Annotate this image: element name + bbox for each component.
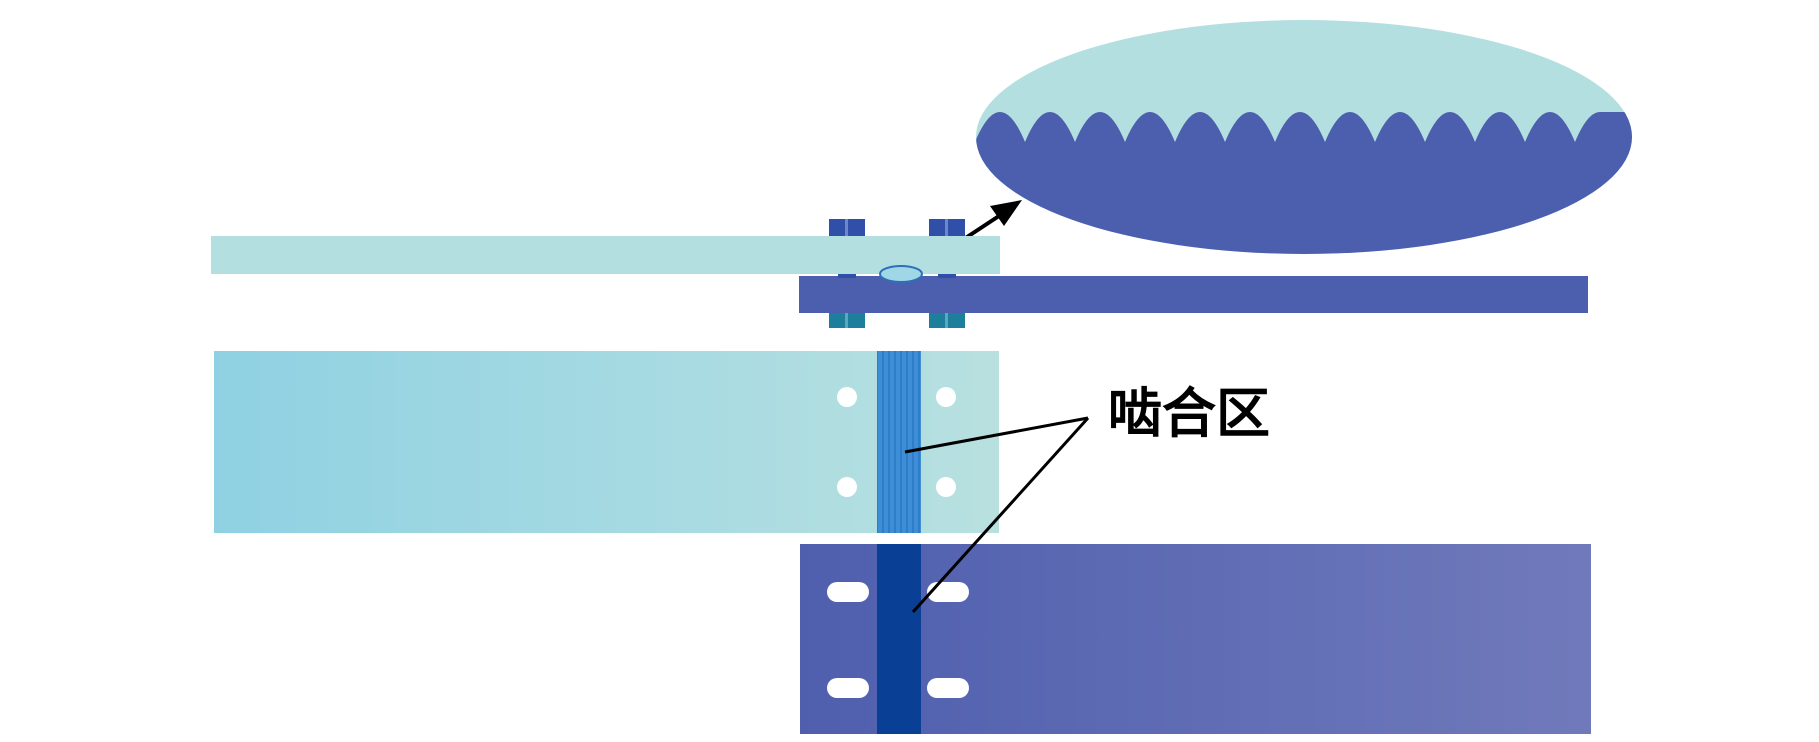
slot-hole	[927, 582, 969, 602]
slot-hole	[927, 678, 969, 698]
side-light-plate	[211, 236, 1000, 274]
top-light-plate	[214, 351, 999, 533]
magnified-detail	[976, 20, 1632, 254]
arrow-icon	[990, 200, 1022, 226]
engagement-zone-callout: 啮合区	[904, 381, 1270, 614]
bolt-hole	[936, 387, 956, 407]
bolt-hole	[837, 477, 857, 497]
slot-hole	[827, 582, 869, 602]
top-view	[214, 351, 1591, 734]
top-dark-plate	[800, 544, 1591, 734]
side-dark-plate	[799, 276, 1588, 313]
bolt-icon	[829, 219, 865, 328]
interface-marker	[879, 265, 923, 283]
side-view	[211, 219, 1588, 328]
bolt-hole	[936, 477, 956, 497]
slot-hole	[827, 678, 869, 698]
engagement-strip-lower	[877, 544, 921, 734]
leader-line	[911, 416, 1090, 614]
bolt-hole	[837, 387, 857, 407]
engagement-zone-label: 啮合区	[1108, 381, 1270, 445]
leader-line	[904, 416, 1089, 454]
engagement-strip-upper	[877, 351, 921, 533]
bolt-icon	[929, 219, 965, 328]
serrated-interface	[976, 112, 1632, 254]
